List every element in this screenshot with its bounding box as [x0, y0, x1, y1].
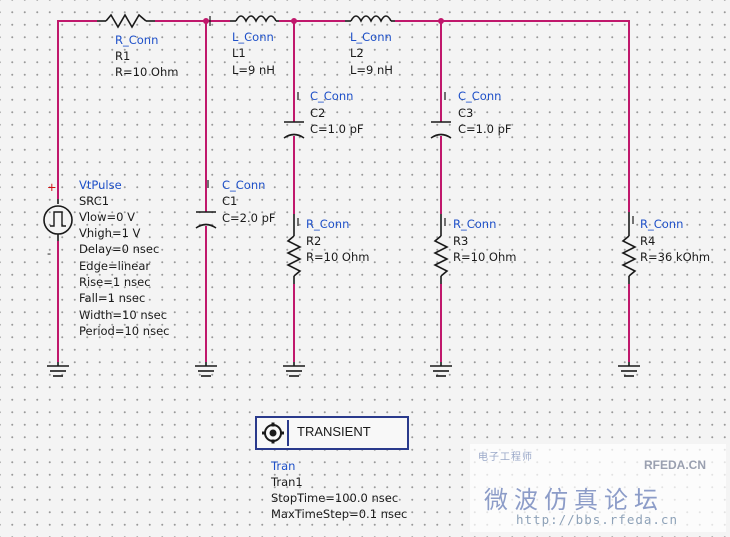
c2-name-label: C2 — [310, 106, 325, 120]
inductor-l1-symbol[interactable] — [230, 15, 279, 23]
capacitor-c1-symbol[interactable] — [195, 211, 217, 229]
resistor-r1-symbol[interactable] — [97, 13, 155, 29]
ground-icon — [430, 362, 452, 377]
r3-param-label: R=10 Ohm — [453, 250, 516, 264]
src1-param-period: Period=10 nsec — [79, 324, 169, 338]
tran-name-label: Tran1 — [271, 475, 303, 489]
watermark-brand: RFEDA.CN — [644, 458, 706, 472]
c1-param-label: C=2.0 pF — [222, 211, 276, 225]
grounds — [47, 362, 640, 377]
transient-sim-block[interactable]: TRANSIENT — [255, 416, 409, 450]
source-minus-sign: - — [47, 246, 51, 260]
tran-param-stoptime: StopTime=100.0 nsec — [271, 491, 399, 505]
capacitor-c2-symbol[interactable] — [283, 121, 305, 139]
source-plus-sign: + — [47, 180, 57, 194]
r3-type-label: R_Conn — [453, 217, 496, 231]
tran-param-maxtimestep: MaxTimeStep=0.1 nsec — [271, 507, 408, 521]
l1-name-label: L1 — [232, 46, 246, 60]
ground-icon — [283, 362, 305, 377]
wire-top-right — [395, 20, 630, 212]
src1-name-label: SRC1 — [79, 194, 109, 208]
src1-param-width: Width=10 nsec — [79, 308, 167, 322]
wires — [57, 20, 630, 362]
resistor-r4-symbol[interactable] — [621, 212, 637, 284]
c3-param-label: C=1.0 pF — [458, 122, 512, 136]
resistor-r3-symbol[interactable] — [433, 214, 449, 284]
r2-type-label: R_Conn — [306, 217, 349, 231]
capacitor-c3-symbol[interactable] — [430, 121, 452, 139]
r1-param-label: R=10 Ohm — [115, 65, 178, 79]
r1-name-label: R1 — [115, 49, 130, 63]
c3-name-label: C3 — [458, 106, 473, 120]
c3-type-label: C_Conn — [458, 89, 501, 103]
r4-type-label: R_Conn — [640, 217, 683, 231]
tran-type-label: Tran — [271, 459, 296, 473]
l2-type-label: L_Conn — [350, 30, 392, 44]
r2-param-label: R=10 Ohm — [306, 250, 369, 264]
r1-type-label: R_Conn — [115, 33, 158, 47]
src1-param-fall: Fall=1 nsec — [79, 291, 145, 305]
forum-watermark: 电子工程师 RFEDA.CN 微波仿真论坛 http://bbs.rfeda.c… — [470, 444, 726, 532]
c1-name-label: C1 — [222, 194, 237, 208]
src1-param-rise: Rise=1 nsec — [79, 275, 151, 289]
watermark-line1: 电子工程师 — [478, 452, 533, 463]
wire-top-left — [57, 20, 97, 199]
src1-param-edge: Edge=linear — [79, 259, 150, 273]
ground-icon — [47, 362, 69, 377]
r2-name-label: R2 — [306, 234, 321, 248]
src1-param-delay: Delay=0 nsec — [79, 242, 159, 256]
ground-icon — [195, 362, 217, 377]
src1-type-label: VtPulse — [79, 178, 122, 192]
watermark-title: 微波仿真论坛 — [484, 486, 664, 514]
simulation-gear-icon — [259, 420, 289, 446]
c1-type-label: C_Conn — [222, 178, 265, 192]
pulse-source-symbol[interactable] — [43, 199, 73, 241]
l1-param-label: L=9 nH — [232, 63, 275, 77]
l2-param-label: L=9 nH — [350, 63, 393, 77]
c2-param-label: C=1.0 pF — [310, 122, 364, 136]
r3-name-label: R3 — [453, 234, 468, 248]
r4-name-label: R4 — [640, 234, 655, 248]
src1-param-vhigh: Vhigh=1 V — [79, 226, 141, 240]
l2-name-label: L2 — [350, 46, 364, 60]
ground-icon — [618, 362, 640, 377]
inductor-l2-symbol[interactable] — [345, 15, 395, 23]
watermark-url: http://bbs.rfeda.cn — [516, 512, 678, 527]
c2-type-label: C_Conn — [310, 89, 353, 103]
l1-type-label: L_Conn — [232, 30, 274, 44]
junctions — [203, 18, 444, 24]
r4-param-label: R=36 kOhm — [640, 250, 710, 264]
resistor-r2-symbol[interactable] — [286, 214, 302, 284]
transient-title: TRANSIENT — [297, 424, 371, 439]
transient-params: Tran Tran1 StopTime=100.0 nsec MaxTimeSt… — [271, 458, 407, 522]
src1-param-vlow: Vlow=0 V — [79, 210, 135, 224]
